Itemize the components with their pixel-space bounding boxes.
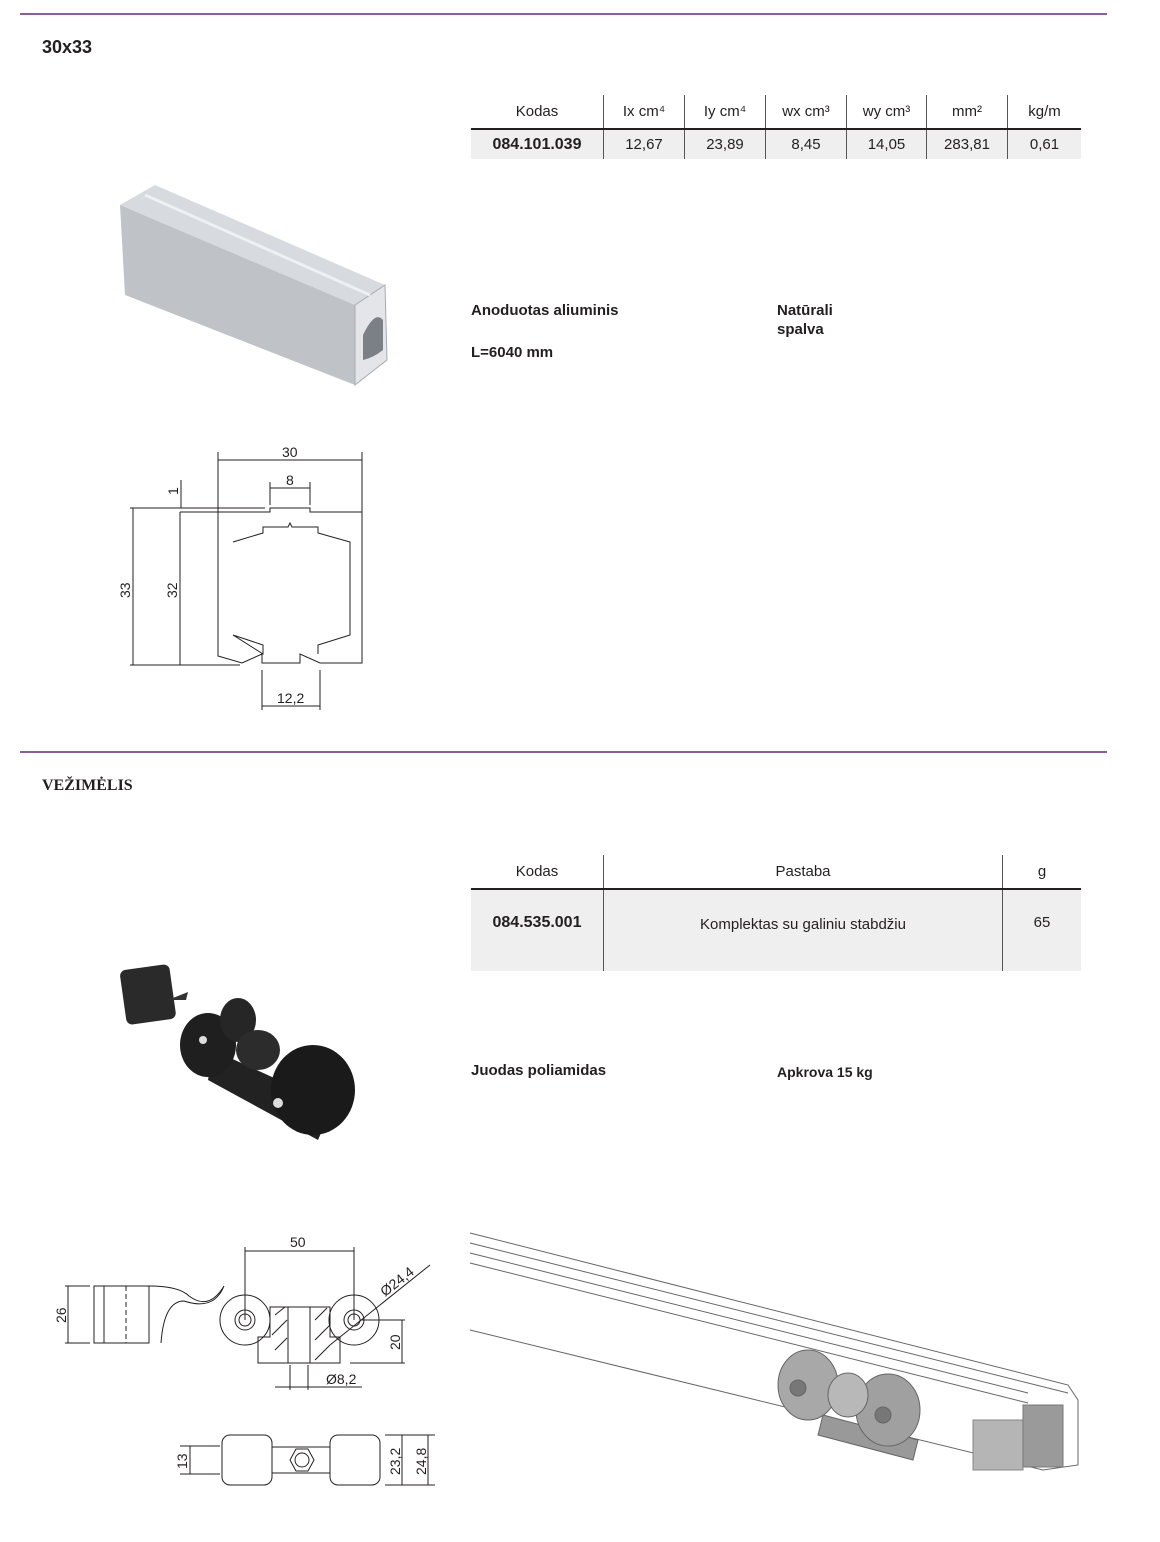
table-header-row: Kodas Pastaba g [471,855,1081,890]
dim-bolt-diameter: Ø8,2 [326,1371,357,1387]
trolley-photo [120,964,355,1140]
color-label-line1: Natūrali [777,302,833,319]
dim-axle-height: 20 [387,1334,403,1350]
dim-wheel-diameter: Ø24,4 [377,1263,417,1299]
length-label: L=6040 mm [471,344,554,361]
section-title: 30x33 [42,37,93,57]
material-label: Juodas poliamidas [471,1062,607,1079]
dim-width: 30 [282,444,298,460]
cell: 12,67 [603,129,685,159]
col-header: mm² [926,95,1008,130]
dim-inner-height: 32 [164,582,180,598]
section-title: VEŽIMĖLIS [42,777,133,794]
cell: 14,05 [846,129,927,159]
col-header: g [1002,855,1081,890]
table-header-row: Kodas Ix cm⁴ Iy cm⁴ wx cm³ wy cm³ mm² kg… [471,95,1081,130]
col-header: Ix cm⁴ [603,95,685,130]
col-header: Pastaba [603,855,1003,890]
col-header: Kodas [471,855,604,890]
product-code: 084.535.001 [471,889,604,971]
dim-total-width: 24,8 [413,1448,429,1475]
profile-cross-section-drawing: 30 8 1 33 32 12,2 [117,444,363,710]
cell: Komplektas su galiniu stabdžiu [603,889,1003,971]
material-label: Anoduotas aliuminis [471,302,619,319]
cell: 65 [1002,889,1081,971]
dim-lip: 1 [165,487,181,495]
profile-photo [120,185,388,387]
cell: 8,45 [765,129,847,159]
dim-wheel-width: 23,2 [387,1448,403,1475]
col-header: Iy cm⁴ [684,95,766,130]
cell: 23,89 [684,129,766,159]
table-row: 084.101.039 12,67 23,89 8,45 14,05 283,8… [471,129,1081,159]
col-header: wx cm³ [765,95,847,130]
col-header: wy cm³ [846,95,927,130]
dim-groove: 8 [286,472,294,488]
load-label: Apkrova 15 kg [777,1064,873,1080]
dim-inner-width: 13 [174,1453,190,1469]
trolley-technical-drawing: 26 50 Ø24,4 20 Ø8,2 13 23,2 24,8 [53,1234,435,1486]
table-row: 084.535.001 Komplektas su galiniu stabdž… [471,889,1081,971]
dim-opening: 12,2 [277,690,304,706]
section-divider [20,751,1107,753]
dim-wheel-spacing: 50 [290,1234,306,1250]
profile-spec-table: Kodas Ix cm⁴ Iy cm⁴ wx cm³ wy cm³ mm² kg… [471,95,1081,159]
cell: 0,61 [1007,129,1081,159]
rail-assembly-illustration [469,1232,1079,1471]
trolley-spec-table: Kodas Pastaba g 084.535.001 Komplektas s… [471,855,1081,971]
product-code: 084.101.039 [471,129,604,159]
cell: 283,81 [926,129,1008,159]
col-header: kg/m [1007,95,1081,130]
col-header: Kodas [471,95,604,130]
color-label-line2: spalva [777,321,824,338]
section-divider [20,13,1107,15]
dim-height: 33 [117,582,133,598]
dim-stop-height: 26 [53,1307,69,1323]
